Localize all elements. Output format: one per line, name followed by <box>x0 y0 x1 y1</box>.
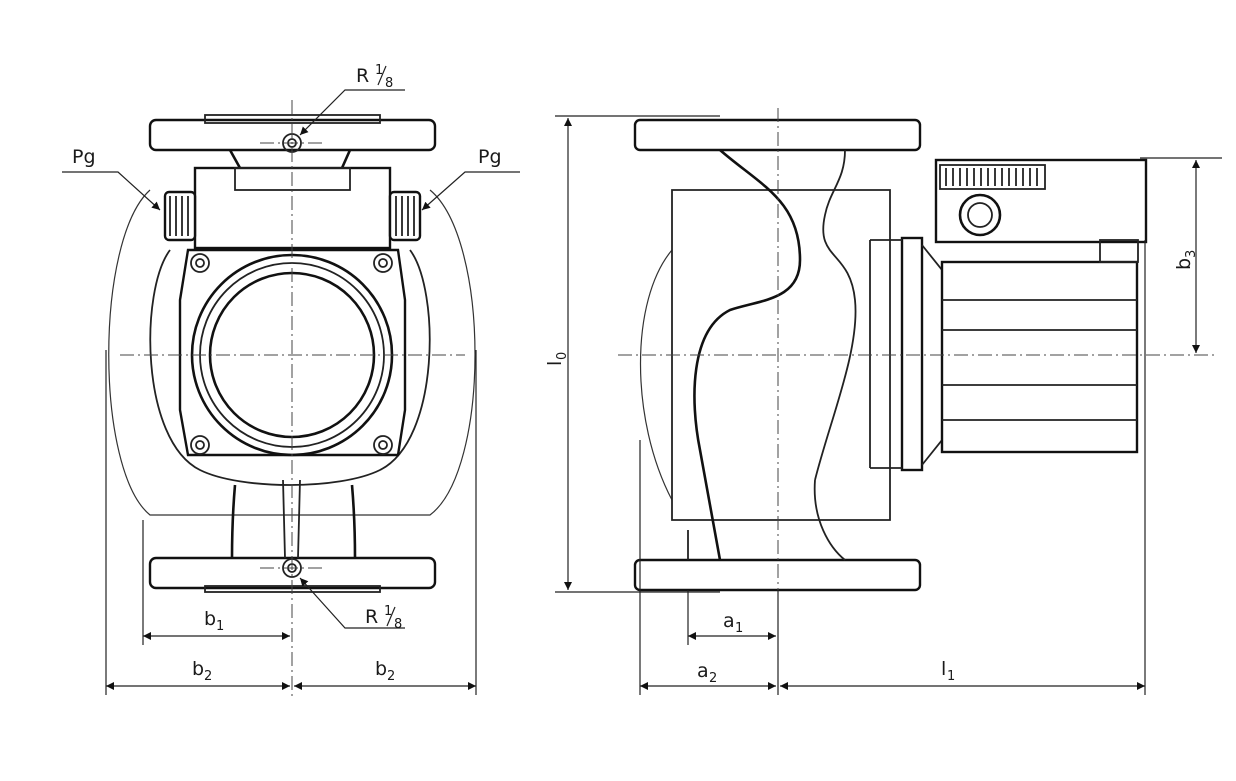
svg-text:1: 1 <box>216 619 224 634</box>
side-envelope <box>640 249 673 501</box>
thread-top-label: R 1 8 <box>356 63 393 91</box>
front-dimensions <box>105 350 477 695</box>
dim-b2-right: b 2 <box>375 658 395 684</box>
svg-text:1: 1 <box>947 669 955 684</box>
svg-text:R: R <box>365 606 378 628</box>
cable-gland-left <box>163 190 197 242</box>
cable-gland-right <box>388 190 422 242</box>
svg-text:b: b <box>375 658 387 680</box>
svg-text:8: 8 <box>394 617 402 632</box>
svg-text:b: b <box>192 658 204 680</box>
dim-a1: a 1 <box>723 610 743 636</box>
side-motor-flange <box>900 236 924 472</box>
svg-text:1: 1 <box>735 621 743 636</box>
front-leaders <box>62 89 520 629</box>
side-view <box>618 108 1215 612</box>
side-dimensions <box>555 115 1222 695</box>
svg-text:2: 2 <box>204 669 212 684</box>
front-screws <box>190 253 393 455</box>
dim-b3: b 3 <box>1173 250 1199 270</box>
svg-text:l: l <box>941 658 946 680</box>
svg-text:l: l <box>544 361 566 366</box>
svg-text:8: 8 <box>385 76 393 91</box>
svg-text:2: 2 <box>709 671 717 686</box>
svg-text:R: R <box>356 65 369 87</box>
svg-text:3: 3 <box>1184 250 1199 258</box>
svg-text:b: b <box>1173 258 1195 270</box>
svg-text:a: a <box>697 660 709 682</box>
svg-text:2: 2 <box>387 669 395 684</box>
svg-text:b: b <box>204 608 216 630</box>
dim-b2-left: b 2 <box>192 658 212 684</box>
side-body <box>671 189 891 521</box>
front-envelope <box>108 189 476 516</box>
svg-text:1: 1 <box>375 63 383 78</box>
dim-l0: l 0 <box>544 352 570 366</box>
side-control-knob <box>958 193 1002 237</box>
side-terminal-box <box>934 158 1148 244</box>
front-view <box>108 100 476 700</box>
side-motor-housing <box>940 260 1139 454</box>
dim-l1: l 1 <box>941 658 955 684</box>
svg-text:0: 0 <box>555 352 570 360</box>
dim-a2: a 2 <box>697 660 717 686</box>
pg-right-label: Pg <box>478 146 502 168</box>
dim-b1: b 1 <box>204 608 224 634</box>
svg-text:1: 1 <box>384 604 392 619</box>
thread-bottom-label: R 1 8 <box>365 604 402 632</box>
svg-text:a: a <box>723 610 735 632</box>
front-volute <box>149 249 431 486</box>
pg-left-label: Pg <box>72 146 96 168</box>
